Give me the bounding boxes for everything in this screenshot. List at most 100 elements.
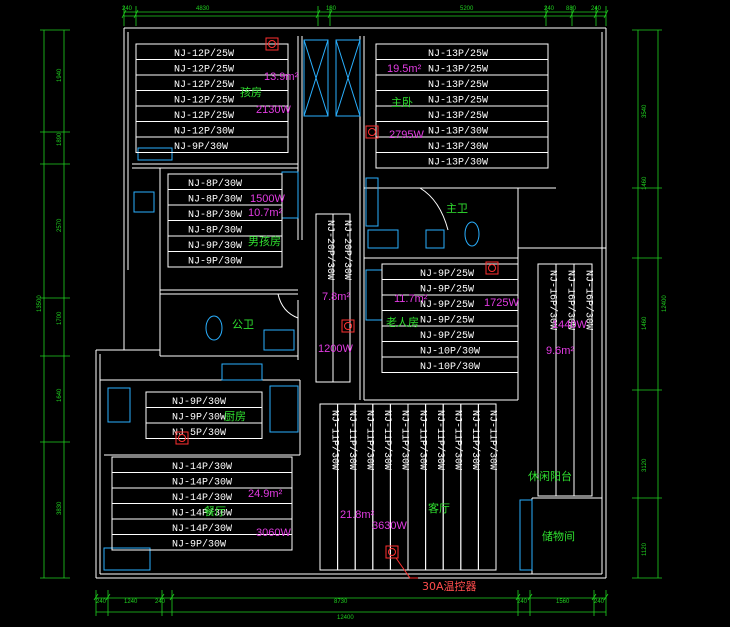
- thermostat-icon: [265, 37, 279, 51]
- heating-panel-label: NJ-9P/25W: [420, 268, 474, 280]
- heating-panel-label: NJ-11P/30W: [416, 410, 428, 470]
- heating-panel-label: NJ-12P/25W: [174, 64, 234, 76]
- heating-panel-label: NJ-13P/30W: [428, 141, 488, 153]
- balcony-power: 1440W: [552, 319, 587, 331]
- panels-kitchen: NJ-9P/30W NJ-9P/30W NJ-5P/30W: [145, 391, 263, 439]
- panels-dining: NJ-14P/30W NJ-14P/30W NJ-14P/30W NJ-14P/30W…: [0, 0, 293, 551]
- thermostat-symbols: [175, 37, 499, 579]
- dim-bottom-3: 8730: [334, 599, 348, 605]
- heating-panel-label: NJ-14P/30W: [0, 0, 60, 1]
- dim-top-3: 5200: [460, 6, 474, 12]
- room-label-elder: 老人房: [386, 316, 419, 329]
- shower-master-bath: [425, 229, 445, 249]
- wardrobe-1: [303, 39, 329, 117]
- heating-panel-label: NJ-5P/30W: [172, 427, 226, 439]
- room-labels: 孩房 主卧 主卫 男孩房 公卫 老人房 厨房 餐厅 客厅 休闲阳台 储物间: [204, 86, 575, 543]
- dim-top-0: 240: [122, 6, 133, 12]
- thermostat-icon: [485, 261, 499, 275]
- heating-panel-label: NJ-14P/30W: [172, 461, 232, 473]
- dim-top-5: 880: [566, 6, 577, 12]
- panels-boy-room: NJ-8P/30WNJ-8P/30WNJ-8P/30WNJ-8P/30WNJ-9…: [167, 173, 283, 268]
- child-power: 2130W: [256, 104, 291, 116]
- heating-panel: [135, 136, 289, 153]
- room-label-master: 主卧: [391, 96, 413, 109]
- dim-left-1: 1890: [57, 132, 63, 146]
- heating-panel: [375, 152, 549, 169]
- heating-panel-label: NJ-13P/30W: [428, 157, 488, 169]
- heating-panel-label: NJ-9P/30W: [174, 141, 228, 153]
- basin-public-bath: [263, 329, 295, 351]
- master-area: 19.5m²: [387, 63, 422, 75]
- room-label-public-bath: 公卫: [232, 318, 254, 331]
- heating-panel-label: NJ-20P/30W: [324, 220, 336, 280]
- dim-right-total: 12400: [662, 295, 668, 312]
- heating-panel-label: NJ-13P/25W: [428, 48, 488, 60]
- heating-panel: [573, 263, 593, 497]
- heating-panel-label: NJ-9P/30W: [188, 256, 242, 268]
- heating-panel-label: NJ-11P/30W: [364, 410, 376, 470]
- cabinet-balcony: [519, 499, 533, 571]
- heating-panel-label: NJ-9P/30W: [172, 539, 226, 551]
- living-power: 3630W: [372, 520, 407, 532]
- thermostat-icon: [365, 125, 379, 139]
- heating-panel-label: NJ-11P/30W: [328, 410, 340, 470]
- room-label-kitchen: 厨房: [224, 410, 246, 423]
- heating-panel-label: NJ-10P/30W: [420, 361, 480, 373]
- boy-power: 1500W: [250, 193, 285, 205]
- heating-panel-label: NJ-9P/25W: [420, 330, 474, 342]
- heating-panel-label: NJ-8P/30W: [188, 209, 242, 221]
- dim-bottom-5: 1560: [556, 599, 570, 605]
- wardrobe-elder: [365, 269, 383, 321]
- heating-panel-label: NJ-9P/25W: [420, 315, 474, 327]
- heating-panel-label: NJ-9P/30W: [172, 396, 226, 408]
- dim-bottom-6: 240: [594, 599, 605, 605]
- heating-panel: [332, 213, 351, 383]
- heating-panel-label: NJ-14P/30W: [172, 523, 232, 535]
- elder-area: 11.7m²: [394, 293, 428, 305]
- dim-top-2: 130: [326, 6, 337, 12]
- room-label-balcony: 休闲阳台: [528, 469, 572, 483]
- dimension-lines: [40, 6, 662, 616]
- dim-right-3: 3120: [642, 458, 648, 472]
- dim-left-0: 1940: [57, 68, 63, 82]
- fridge-kitchen: [269, 385, 299, 433]
- dim-bottom-4: 240: [517, 599, 528, 605]
- controller-label: 30A温控器: [422, 579, 477, 593]
- thermostat-icon: [385, 545, 399, 559]
- heating-panel-label: NJ-14P/30W: [172, 477, 232, 489]
- heating-panel-label: NJ-13P/25W: [428, 64, 488, 76]
- cabinet-dining: [103, 547, 151, 571]
- heating-panel: [145, 422, 263, 439]
- heating-panel-label: NJ-11P/30W: [346, 410, 358, 470]
- area-power-labels: 13.9m² 2130W 19.5m² 2795W 10.7m² 1500W 7…: [248, 63, 587, 539]
- room-label-boy: 男孩房: [248, 235, 281, 248]
- heating-panel-label: NJ-14P/30W: [0, 0, 60, 1]
- controller-leader-line: [395, 557, 418, 579]
- heating-panel-label: NJ-14P/30W: [0, 0, 60, 1]
- child-area: 13.9m²: [264, 71, 299, 83]
- panels-master-room: NJ-13P/25WNJ-13P/25WNJ-13P/25WNJ-13P/25W…: [375, 43, 549, 169]
- room-label-living: 客厅: [428, 501, 450, 515]
- walls: [95, 27, 607, 579]
- dim-left-3: 1700: [57, 311, 63, 325]
- heating-panel-label: NJ-9P/25W: [420, 299, 474, 311]
- heating-panel-label: NJ-12P/25W: [174, 48, 234, 60]
- heating-panel-label: NJ-9P/25W: [420, 284, 474, 296]
- panels-elder-room: NJ-9P/25W NJ-9P/25W NJ-9P/25W NJ-9P/25W NJ-9…: [381, 263, 519, 373]
- heating-panel-label: NJ-12P/30W: [174, 126, 234, 138]
- dim-right-1: 1460: [642, 176, 648, 190]
- heating-panel-label: NJ-10P/30W: [420, 346, 480, 358]
- dim-bottom-1: 1240: [124, 599, 138, 605]
- dim-right-0: 3540: [642, 104, 648, 118]
- thermostat-icon: [341, 319, 355, 333]
- heating-panel-label: NJ-9P/30W: [0, 0, 54, 1]
- master-power: 2795W: [389, 129, 424, 141]
- wardrobe-master: [365, 177, 379, 227]
- dim-right-2: 1460: [642, 316, 648, 330]
- heating-panel-label: NJ-8P/30W: [188, 194, 242, 206]
- living-area: 21.8m²: [340, 509, 375, 521]
- heating-panel-label: NJ-9P/30W: [172, 412, 226, 424]
- heating-panel-label: NJ-13P/25W: [428, 110, 488, 122]
